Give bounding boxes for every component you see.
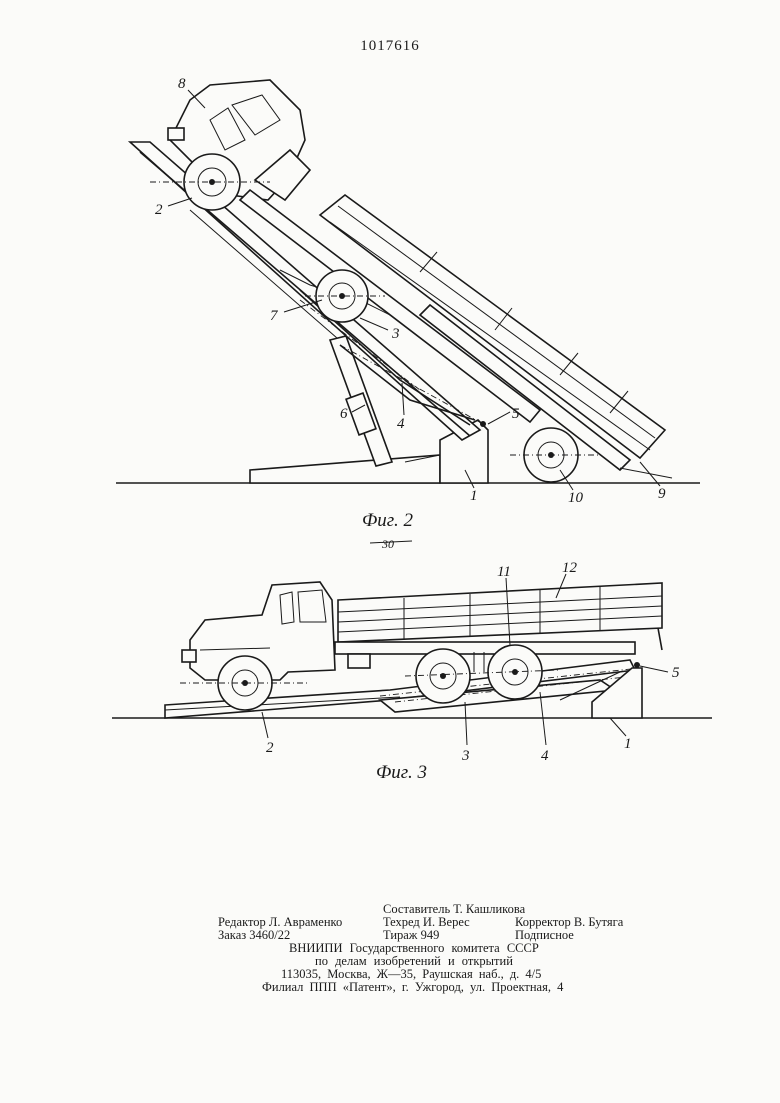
- fig3-label-11: 11: [497, 564, 511, 580]
- fig2-label-3: 3: [391, 326, 400, 342]
- fig3-label-12: 12: [562, 560, 578, 576]
- fig2-label-8: 8: [178, 76, 186, 92]
- org-line-2: по делам изобретений и открытий: [315, 954, 513, 968]
- figure-2-drawing: 8 2 7 3 6 4 5 1 10 9 Фиг. 2 30: [116, 76, 700, 550]
- fig3-rear-wheel-1: [415, 648, 471, 704]
- fig2-label-2: 2: [155, 202, 163, 218]
- column-marker: 30: [381, 537, 394, 550]
- fig2-label-4: 4: [397, 416, 405, 432]
- compiler: Составитель Т. Кашликова: [383, 902, 526, 916]
- figure-3-drawing: 11 12 5 2 3 4 1 Фиг. 3: [112, 560, 712, 783]
- fig3-truck: [181, 581, 663, 681]
- fig3-label-1: 1: [624, 736, 632, 752]
- circulation: Тираж 949: [383, 928, 440, 942]
- figure-2-caption: Фиг. 2: [362, 510, 413, 531]
- fig3-label-4: 4: [541, 748, 549, 764]
- order: Заказ 3460/22: [218, 928, 291, 942]
- fig3-label-3: 3: [461, 748, 470, 764]
- corrector: Корректор В. Бутяга: [515, 915, 624, 929]
- editor: Редактор Л. Авраменко: [218, 915, 343, 929]
- subscription: Подписное: [515, 928, 574, 942]
- fig2-label-1: 1: [470, 488, 478, 504]
- fig2-label-7: 7: [270, 308, 279, 324]
- fig2-label-6: 6: [340, 406, 348, 422]
- fig3-label-5: 5: [672, 665, 680, 681]
- fig3-label-2: 2: [266, 740, 274, 756]
- figure-3-caption: Фиг. 3: [376, 762, 427, 783]
- techred: Техред И. Верес: [383, 915, 470, 929]
- fig2-middle-wheel: [315, 269, 369, 323]
- fig2-label-10: 10: [568, 490, 584, 506]
- fig3-rear-wheel-2: [487, 644, 543, 700]
- fig2-label-9: 9: [658, 486, 666, 502]
- org-address: 113035, Москва, Ж—35, Раушская наб., д. …: [281, 967, 542, 981]
- fig2-label-5: 5: [512, 406, 520, 422]
- org-line-1: ВНИИПИ Государственного комитета СССР: [289, 941, 539, 955]
- branch: Филиал ППП «Патент», г. Ужгород, ул. Про…: [262, 980, 564, 994]
- document-number: 1017616: [360, 38, 420, 54]
